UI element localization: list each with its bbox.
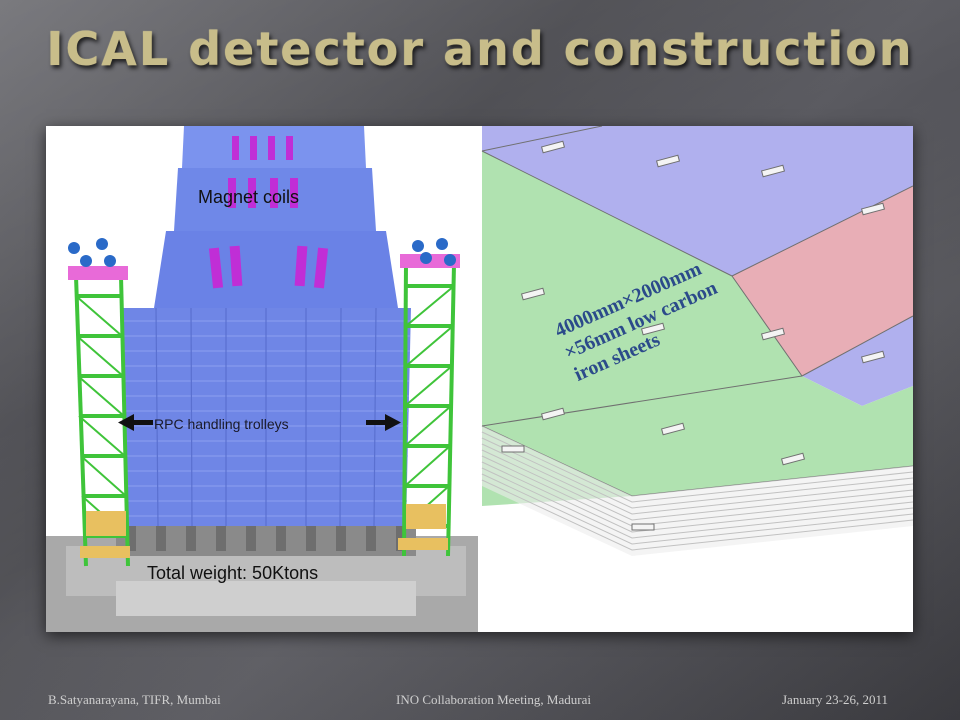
slide-title: ICAL detector and construction (46, 22, 914, 76)
footer-date: January 23-26, 2011 (782, 692, 889, 707)
rpc-trolleys-label: RPC handling trolleys (154, 416, 289, 432)
detector-figure: Magnet coils RPC handling trolleys Total… (46, 126, 913, 632)
magnet-coils-label: Magnet coils (198, 187, 300, 207)
total-weight-label: Total weight: 50Ktons (147, 563, 319, 583)
detector-illustration (46, 126, 913, 632)
footer-author: B.Satyanarayana, TIFR, Mumbai (48, 692, 221, 707)
footer-event: INO Collaboration Meeting, Madurai (396, 692, 591, 707)
